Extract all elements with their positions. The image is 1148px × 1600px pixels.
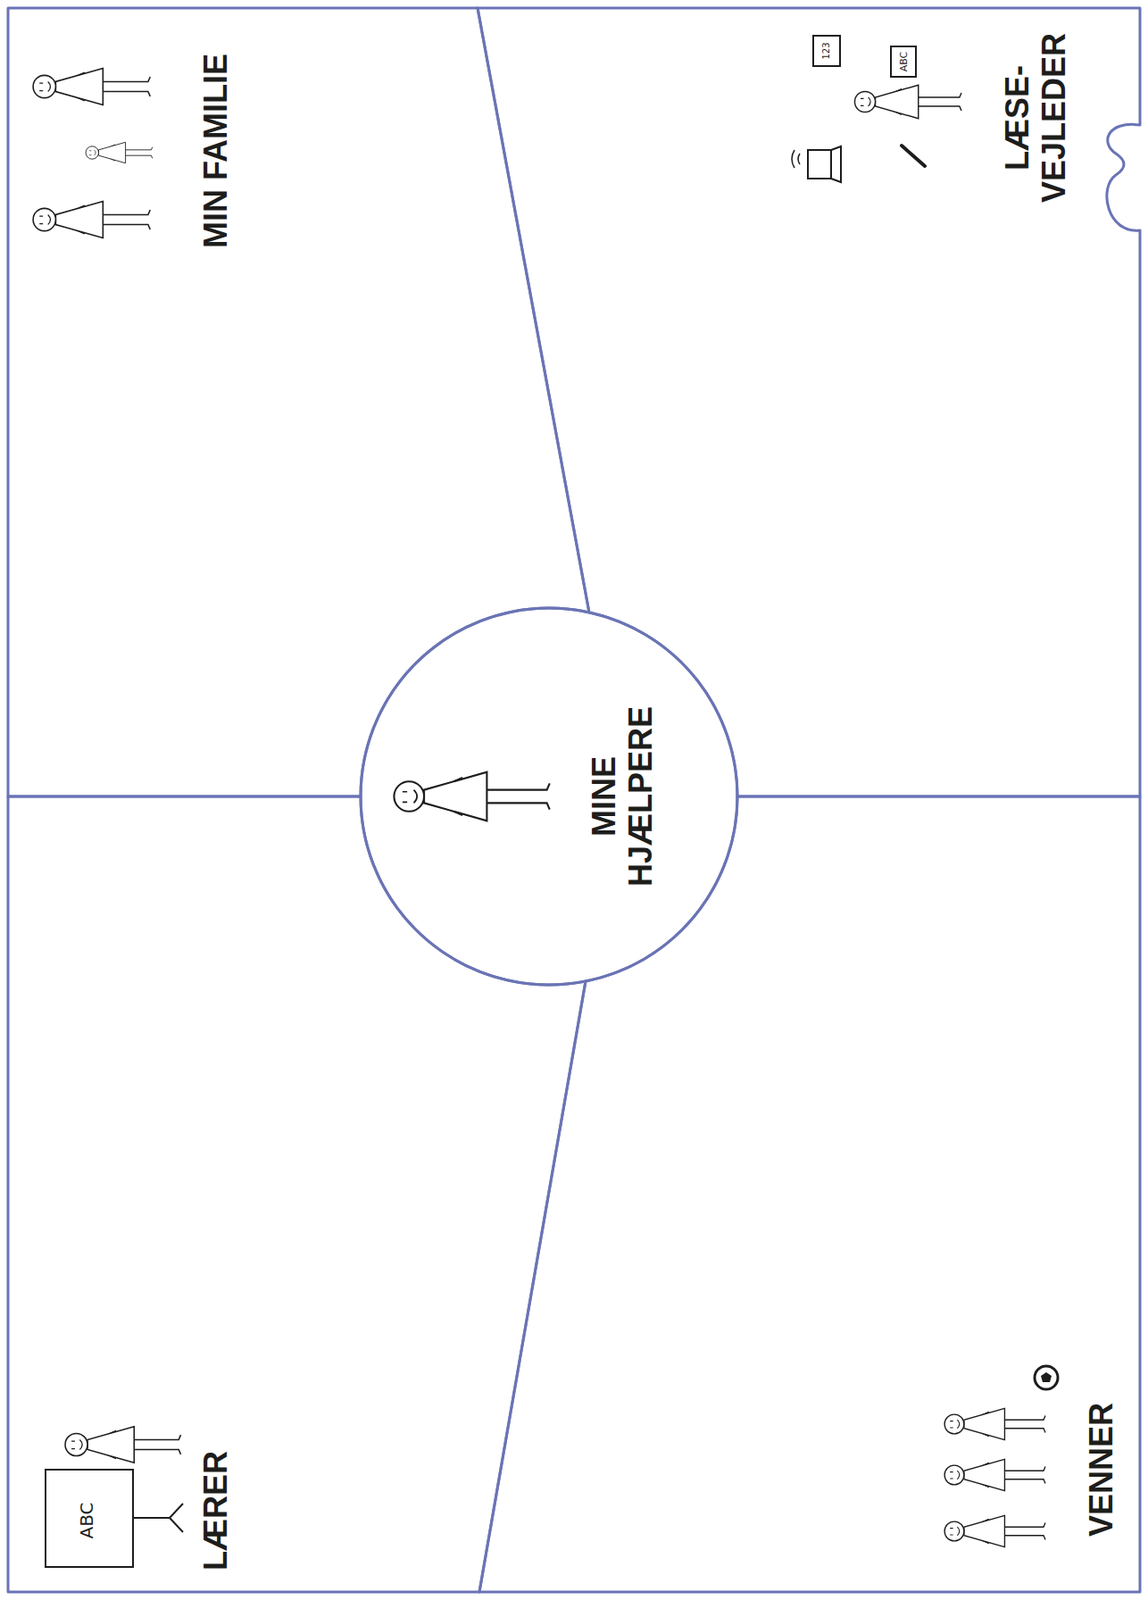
family-figure [85,141,153,163]
friend-figure [944,1514,1046,1547]
board-stand [133,1503,184,1532]
wifi-marks [791,149,800,168]
region-border [360,607,738,985]
self-figure [393,772,550,822]
friend-figure [944,1407,1046,1440]
laptop-keyboard [831,146,841,183]
card-letters: ABC [898,51,909,73]
region-border [477,8,1140,797]
region-title: MINE HJÆLPERE [585,706,660,887]
family-figure [33,200,150,238]
region-border [479,796,1140,1592]
region-title: LÆSE- VEJLEDER [998,33,1074,203]
family-figure [33,67,150,105]
region-outline [360,607,738,985]
region-title: LÆRER [197,1450,234,1571]
region-title: VENNER [1082,1402,1120,1537]
quadrant-region: VENNER [479,796,1140,1592]
region-border [8,8,590,797]
football [1034,1365,1058,1390]
pencil [901,145,925,167]
teacher-figure [65,1426,181,1464]
laptop-screen [807,149,832,179]
book-numbers: 123 [822,41,832,59]
football-patch [1040,1372,1052,1382]
quadrant-region: LÆSE- VEJLEDER [477,8,1140,797]
region-title: MIN FAMILIE [197,53,234,249]
reading-tutor-figure [854,84,962,118]
letter-card [890,46,916,77]
board-letters: ABC [77,1501,96,1539]
region-outline [479,796,1140,1592]
blackboard [45,1469,134,1567]
region-outline [8,8,590,797]
friend-figure [944,1458,1046,1490]
laptop [791,146,841,183]
quadrant-region: MIN FAMILIE [8,8,590,797]
center-circle: MINE HJÆLPERE [360,607,738,985]
book [813,35,841,67]
